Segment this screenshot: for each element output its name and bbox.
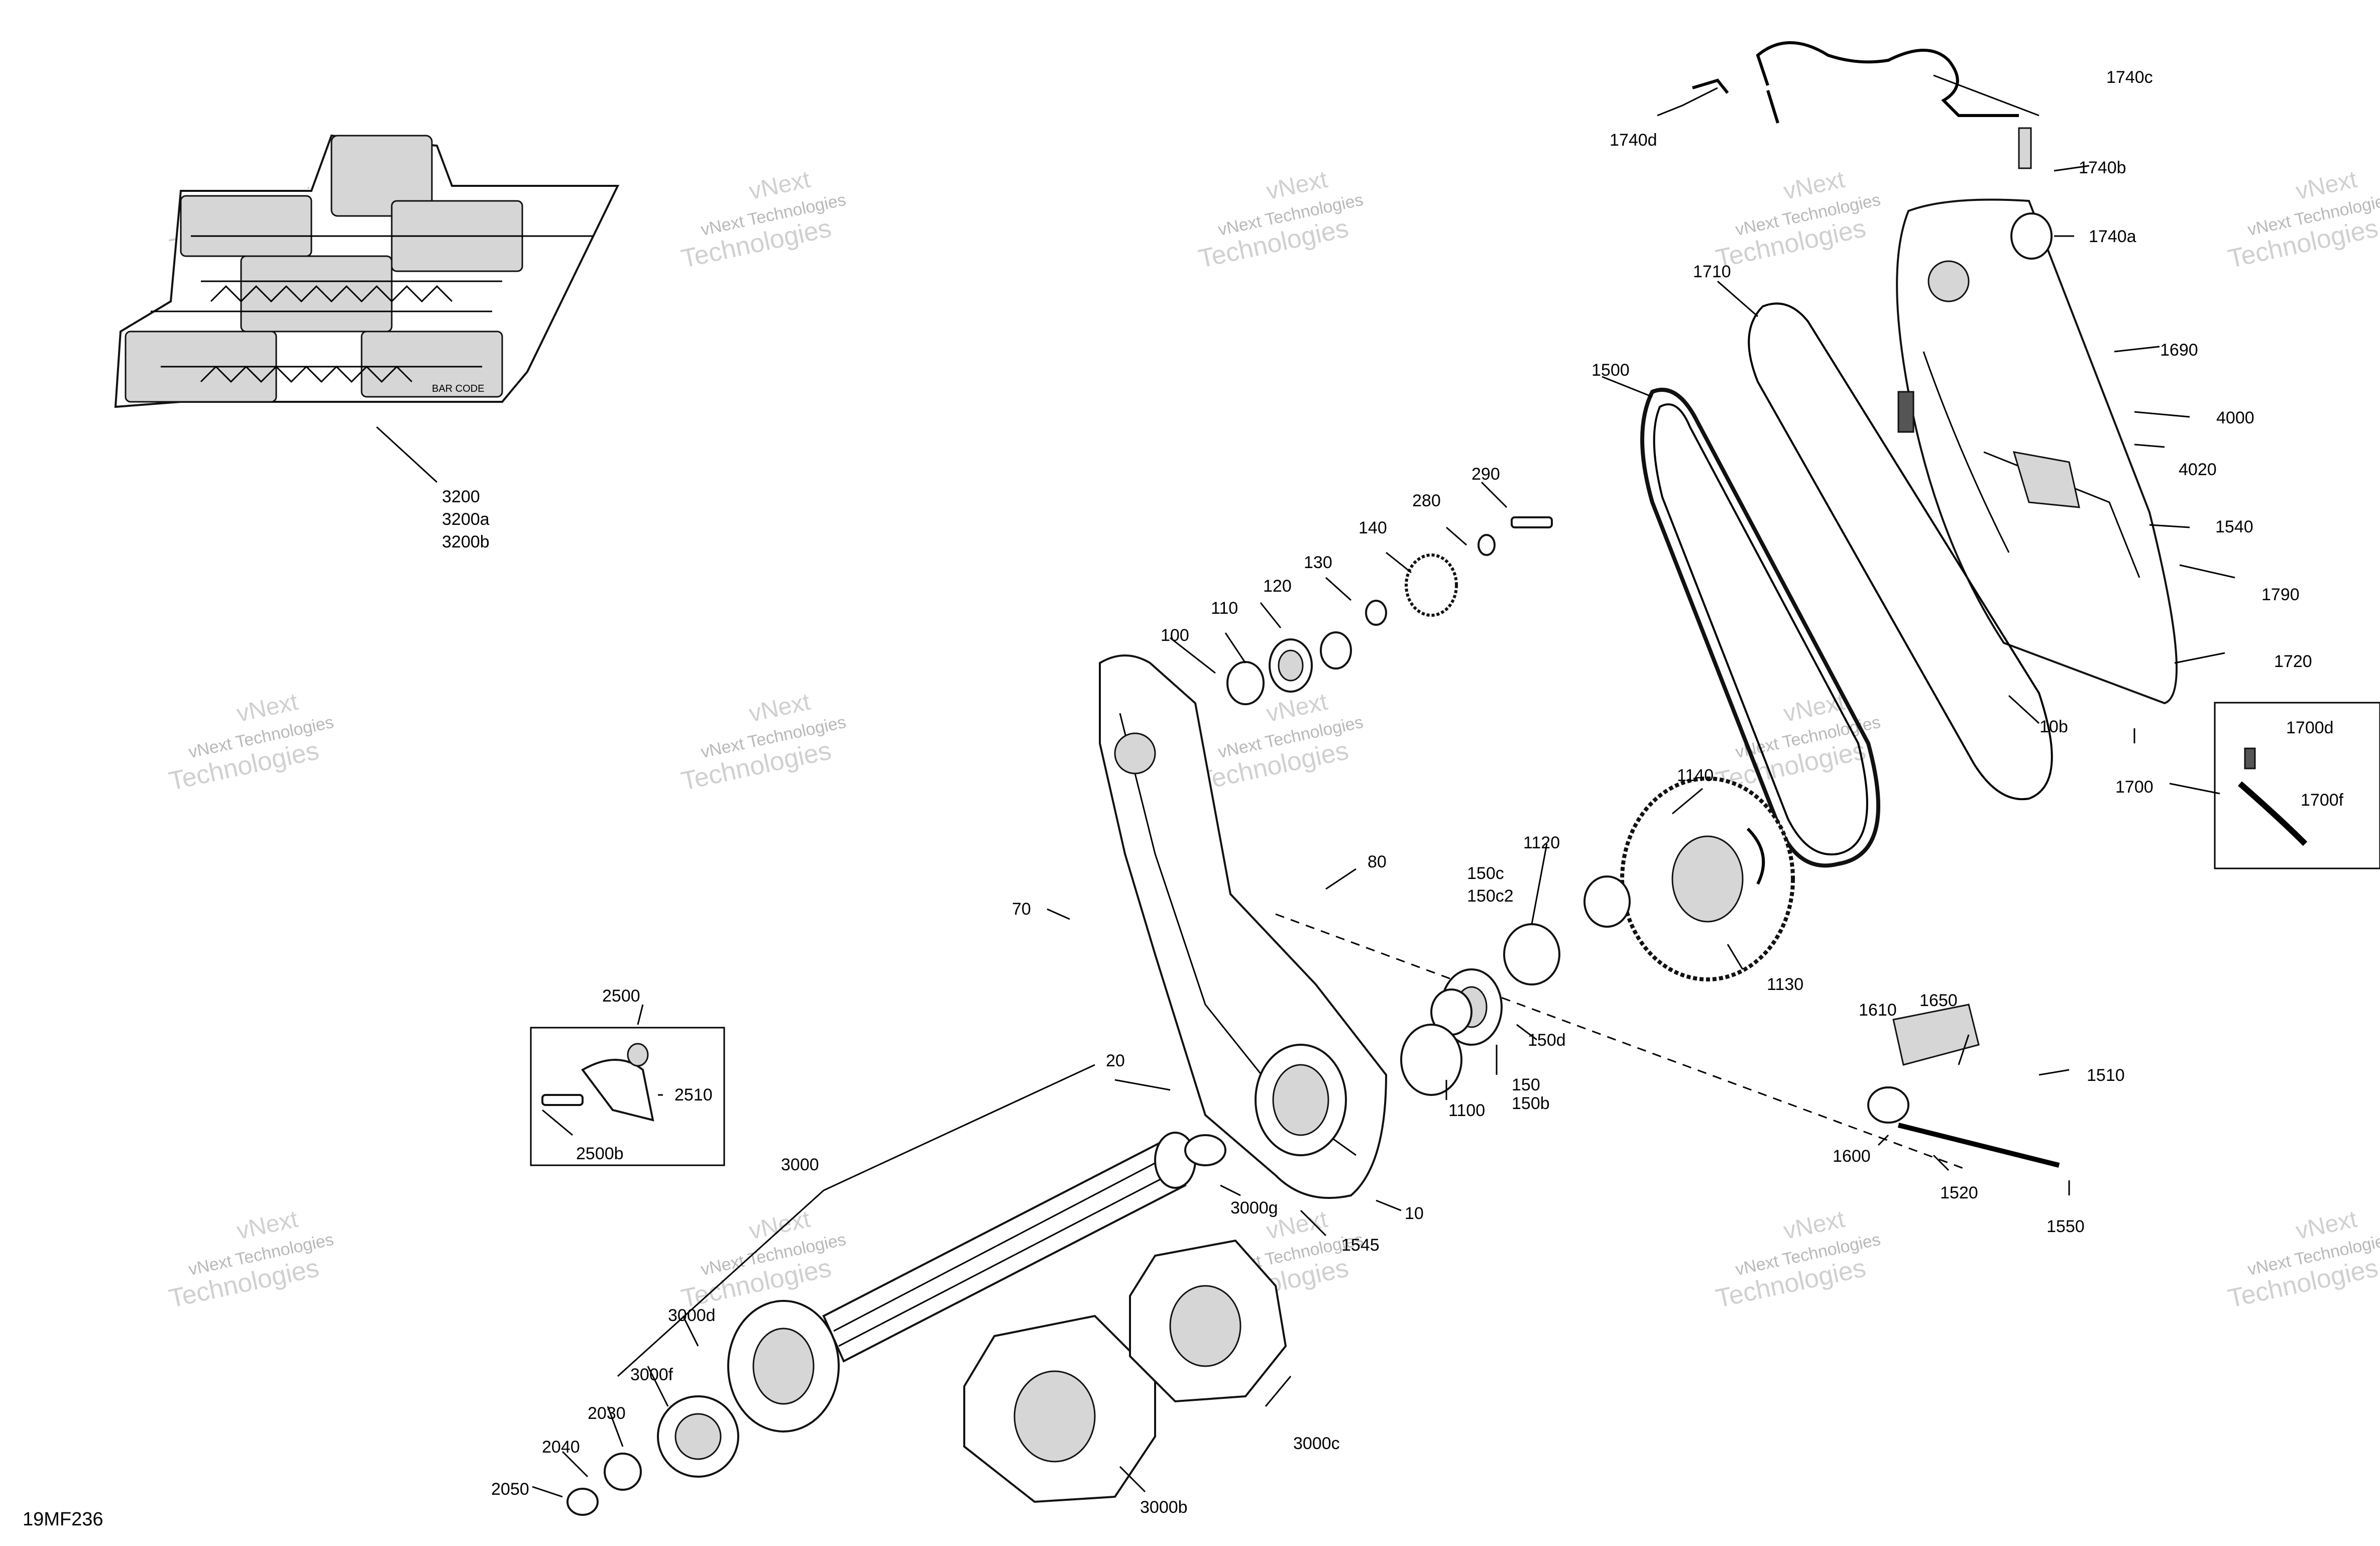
callout-150c: 150c <box>1467 864 1504 883</box>
callout-3200: 3200 <box>442 487 480 506</box>
callout-3200a: 3200a <box>442 510 490 529</box>
chaincase-illustration <box>1099 654 1969 1199</box>
callout-1740d: 1740d <box>1610 131 1657 150</box>
watermark: vNext Technologies Technologies vNext <box>678 166 847 274</box>
callout-290: 290 <box>1471 465 1500 484</box>
inset-1700d <box>2214 702 2380 869</box>
callout-labels: 1740c 1740d 1740b 1740a 1710 1500 1690 4… <box>23 68 2344 1530</box>
callout-1140: 1140 <box>1677 766 1714 785</box>
callout-4000: 4000 <box>2216 408 2254 427</box>
callout-1120: 1120 <box>1523 833 1560 852</box>
callout-280: 280 <box>1412 491 1441 510</box>
watermark: vNext Technologies Technologies vNext <box>1196 689 1365 796</box>
callout-10b: 10b <box>2039 717 2068 736</box>
callout-150: 150 <box>1512 1075 1540 1094</box>
track-decal-illustration: BAR CODE <box>114 134 620 408</box>
callout-1100: 1100 <box>1448 1101 1485 1120</box>
callout-1720: 1720 <box>2274 652 2312 671</box>
watermark: vNext Technologies Technologies vNext <box>2225 166 2380 274</box>
callout-130: 130 <box>1304 553 1332 572</box>
leader-lines <box>376 74 2235 1498</box>
callout-110: 110 <box>1211 599 1238 618</box>
callout-1690: 1690 <box>2160 341 2198 360</box>
callout-120: 120 <box>1263 577 1292 596</box>
callout-140: 140 <box>1358 518 1387 537</box>
diagram-code: 19MF236 <box>23 1509 103 1530</box>
callout-150c2: 150c2 <box>1467 887 1514 906</box>
callout-1700: 1700 <box>2115 778 2154 797</box>
watermark: vNext Technologies Technologies vNext <box>678 1206 847 1313</box>
callout-3000d: 3000d <box>668 1306 716 1325</box>
callout-100: 100 <box>1161 626 1189 645</box>
callout-2050: 2050 <box>491 1480 529 1499</box>
callout-3200b: 3200b <box>442 532 490 551</box>
callout-2500: 2500 <box>602 986 640 1006</box>
watermark: vNext Technologies Technologies vNext <box>1713 1206 1882 1313</box>
callout-1650: 1650 <box>1919 991 1958 1010</box>
watermark: vNext Technologies Technologies vNext <box>166 689 335 796</box>
callout-2040: 2040 <box>542 1438 580 1457</box>
watermark: vNext Technologies Technologies vNext <box>1196 166 1365 274</box>
watermark: vNext Technologies Technologies vNext <box>1713 166 1882 274</box>
watermark: vNext Technologies Technologies vNext <box>166 1206 335 1313</box>
drive-axle-illustration <box>566 1132 1287 1516</box>
watermark: vNext Technologies Technologies vNext <box>2225 1206 2380 1313</box>
callout-1545: 1545 <box>1341 1236 1380 1255</box>
callout-2030: 2030 <box>588 1404 626 1423</box>
callout-1700d: 1700d <box>2286 718 2334 737</box>
callout-20: 20 <box>1106 1051 1125 1070</box>
callout-2510: 2510 <box>674 1085 713 1105</box>
callout-1540: 1540 <box>2215 517 2253 536</box>
callout-150d: 150d <box>1528 1031 1566 1050</box>
drive-chain-illustration <box>1640 302 2053 868</box>
callout-1550: 1550 <box>2047 1217 2085 1236</box>
callout-1510: 1510 <box>2087 1066 2125 1085</box>
chaincase-cover-illustration <box>1692 41 2178 705</box>
shaft-stack-illustration <box>1226 516 2060 1168</box>
callout-3000g: 3000g <box>1230 1198 1278 1218</box>
watermark: vNext Technologies Technologies vNext <box>678 689 847 796</box>
callout-4020: 4020 <box>2179 460 2217 479</box>
callout-150b: 150b <box>1512 1094 1550 1113</box>
bar-code-label: BAR CODE <box>432 383 484 394</box>
callout-1520: 1520 <box>1940 1183 1978 1202</box>
callout-1600: 1600 <box>1833 1147 1871 1166</box>
callout-1740c: 1740c <box>2106 68 2153 87</box>
callout-3000c: 3000c <box>1293 1434 1340 1453</box>
callout-1700f: 1700f <box>2301 791 2344 810</box>
callout-1790: 1790 <box>2261 585 2300 604</box>
callout-1610: 1610 <box>1859 1001 1897 1020</box>
callout-80: 80 <box>1368 852 1387 871</box>
callout-1740a: 1740a <box>2089 227 2136 246</box>
callout-1500: 1500 <box>1592 361 1630 380</box>
callout-3000: 3000 <box>781 1155 819 1174</box>
callout-3000b: 3000b <box>1140 1498 1188 1517</box>
callout-3000f: 3000f <box>630 1365 673 1384</box>
callout-1740b: 1740b <box>2079 158 2126 177</box>
callout-1710: 1710 <box>1693 262 1731 281</box>
callout-70: 70 <box>1012 900 1031 919</box>
callout-10: 10 <box>1405 1204 1424 1223</box>
callout-1130: 1130 <box>1767 975 1803 994</box>
callout-2500b: 2500b <box>576 1144 624 1163</box>
inset-2500 <box>530 1027 725 1166</box>
